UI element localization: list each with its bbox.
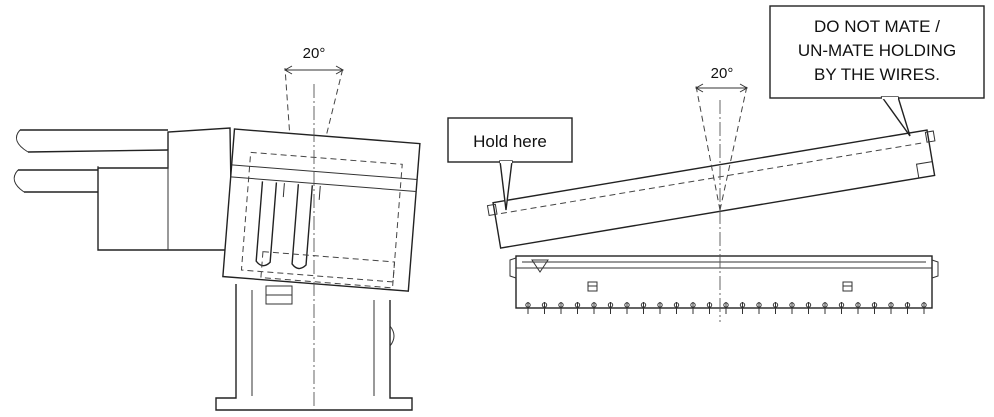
terminal-pin-head xyxy=(591,302,597,308)
terminal-pin-head xyxy=(723,302,729,308)
terminal-pin-head xyxy=(624,302,630,308)
terminal-pin-head xyxy=(871,302,878,308)
plug-strain-relief xyxy=(97,127,233,251)
warning-line-1: DO NOT MATE / xyxy=(814,17,940,36)
terminal-pin-head xyxy=(855,302,861,308)
left-angle-label: 20° xyxy=(303,45,326,62)
terminal-pin-head xyxy=(558,302,564,308)
terminal-pin-head xyxy=(772,302,779,308)
terminal-pin-head xyxy=(525,302,531,308)
terminal-pin-head xyxy=(805,302,812,308)
terminal-pin-head xyxy=(822,302,828,308)
terminal-pin-head xyxy=(607,302,614,308)
terminal-pin-head xyxy=(541,302,548,308)
terminal-pin-head xyxy=(888,302,894,308)
terminal-pin-head xyxy=(706,302,713,308)
right-view: 20° Hold here DO NOT MATE / UN-MATE HOLD… xyxy=(447,5,985,322)
terminal-pin-head xyxy=(690,302,696,308)
hold-here-text: Hold here xyxy=(473,132,547,151)
left-plug-housing xyxy=(222,128,421,292)
left-receptacle xyxy=(215,284,413,411)
terminal-pin-head xyxy=(640,302,647,308)
warning-callout: DO NOT MATE / UN-MATE HOLDING BY THE WIR… xyxy=(769,5,985,137)
terminal-pin-head xyxy=(904,302,911,308)
right-plug xyxy=(486,129,936,249)
terminal-pin-head xyxy=(789,302,795,308)
terminal-pin-head xyxy=(739,302,746,308)
receptacle-terminals xyxy=(525,302,927,314)
pin1-marker-icon xyxy=(531,259,549,273)
terminal-pin-head xyxy=(756,302,762,308)
warning-line-2: UN-MATE HOLDING xyxy=(798,41,956,60)
left-view: 20° xyxy=(13,45,421,412)
right-receptacle xyxy=(509,255,939,314)
terminal-pin-head xyxy=(921,302,927,308)
terminal-pin-head xyxy=(574,302,581,308)
warning-line-3: BY THE WIRES. xyxy=(814,65,940,84)
right-angle-indicator: 20° xyxy=(694,65,749,211)
terminal-pin-head xyxy=(657,302,663,308)
hold-here-callout: Hold here xyxy=(447,117,573,211)
right-angle-label: 20° xyxy=(711,65,734,82)
terminal-pin-head xyxy=(673,302,680,308)
terminal-pin-head xyxy=(838,302,845,308)
